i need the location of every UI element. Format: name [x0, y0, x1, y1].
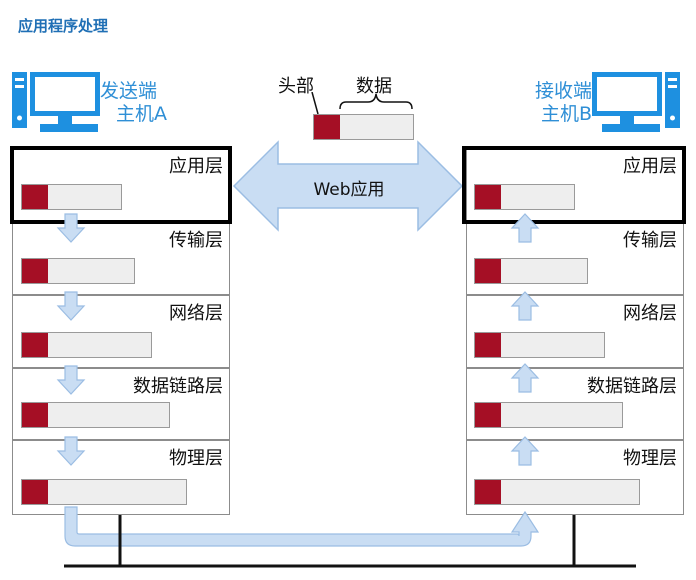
receiver-app-highlight — [462, 146, 686, 224]
sender-packet-application — [21, 184, 122, 210]
packet-header-block — [22, 259, 48, 283]
sender-packet-datalink — [21, 402, 170, 428]
layer-label: 数据链路层 — [587, 376, 677, 397]
receiver-label: 接收端 主机B — [530, 80, 592, 126]
layer-label: 网络层 — [169, 303, 223, 324]
sender-label-line2: 主机A — [116, 103, 167, 125]
packet-header-block — [475, 403, 501, 427]
layer-label: 网络层 — [623, 303, 677, 324]
receiver-packet-network — [474, 332, 605, 358]
sender-label-line1: 发送端 — [100, 80, 158, 102]
receiver-packet-physical — [474, 479, 640, 505]
layer-label: 传输层 — [623, 230, 677, 251]
sender-packet-physical — [21, 479, 187, 505]
packet-header-block — [314, 115, 340, 139]
web-arrow-label: Web应用 — [313, 180, 385, 200]
packet-legend — [313, 114, 414, 140]
computer-icon — [12, 72, 100, 132]
packet-header-block — [475, 480, 501, 504]
layer-label: 传输层 — [169, 230, 223, 251]
sender-packet-transport — [21, 258, 135, 284]
transmission-path-arrow — [64, 506, 540, 547]
down-arrow-icon — [57, 365, 85, 395]
sender-label: 发送端 主机A — [100, 80, 167, 126]
packet-header-block — [475, 333, 501, 357]
layer-label: 数据链路层 — [133, 376, 223, 397]
packet-legend-lines — [311, 92, 413, 115]
receiver-label-line1: 接收端 — [534, 80, 592, 102]
page-title: 应用程序处理 — [18, 17, 109, 35]
packet-header-block — [22, 480, 48, 504]
sender-packet-network — [21, 332, 152, 358]
receiver-packet-transport — [474, 258, 588, 284]
receiver-label-line2: 主机B — [540, 103, 592, 125]
packet-header-block — [22, 403, 48, 427]
sender-app-highlight — [10, 146, 232, 224]
up-arrow-icon — [511, 436, 539, 466]
packet-header-block — [475, 259, 501, 283]
layer-label: 应用层 — [623, 156, 677, 177]
packet-header-block — [22, 185, 48, 209]
down-arrow-icon — [57, 436, 85, 466]
up-arrow-icon — [511, 363, 539, 393]
down-arrow-icon — [57, 213, 85, 243]
header-label: 头部 — [278, 76, 314, 97]
up-arrow-icon — [511, 213, 539, 243]
receiver-packet-application — [474, 184, 575, 210]
data-label: 数据 — [356, 76, 392, 97]
computer-icon — [592, 72, 680, 132]
layer-label: 物理层 — [169, 448, 223, 469]
layer-label: 物理层 — [623, 448, 677, 469]
receiver-packet-datalink — [474, 402, 623, 428]
packet-header-block — [22, 333, 48, 357]
packet-header-block — [475, 185, 501, 209]
up-arrow-icon — [511, 291, 539, 321]
layer-label: 应用层 — [169, 156, 223, 177]
down-arrow-icon — [57, 291, 85, 321]
